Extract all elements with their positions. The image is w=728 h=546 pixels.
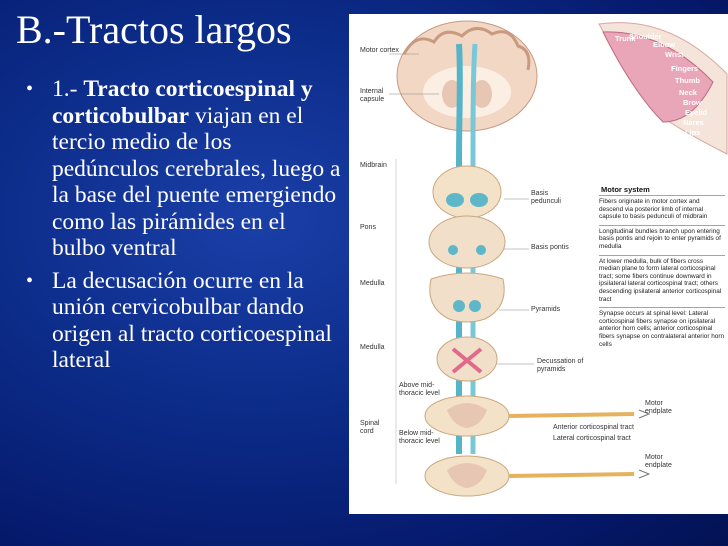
label-basis-pontis: Basis pontis (531, 244, 569, 251)
label-motor-endplate-lower: Motor endplate (645, 454, 672, 469)
bullet-list: • 1.- Tracto corticoespinal y corticobul… (22, 76, 342, 380)
slide-title: B.-Tractos largos (16, 7, 292, 52)
homunculus-label: Tongue (675, 140, 702, 149)
label-anterior-tract: Anterior corticospinal tract (553, 424, 634, 431)
homunculus-label: Lips (685, 128, 701, 137)
label-pyramids: Pyramids (531, 306, 561, 313)
homunculus-label: Eyelid (685, 108, 708, 117)
label-above-thoracic: Above mid-thoracic level (399, 382, 440, 397)
label-medulla-lower: Medulla (360, 344, 385, 351)
bullet-item-1: • 1.- Tracto corticoespinal y corticobul… (22, 76, 342, 262)
label-motor-endplate-upper: Motor endplate (645, 400, 672, 415)
homunculus-label: Knee (595, 58, 614, 67)
label-midbrain: Midbrain (360, 162, 387, 169)
label-motor-cortex: Motor cortex (360, 47, 399, 54)
homunculus-label: Brow (683, 98, 702, 107)
homunculus-label: Shoulder (629, 32, 662, 41)
label-decussation: Decussation of pyramids (537, 358, 584, 373)
motor-system-panel: Fibers originate in motor cortex and des… (599, 195, 725, 352)
label-internal-capsule: Internal capsule (360, 88, 385, 103)
label-basis-pedunculi: Basis pedunculi (531, 190, 561, 205)
homunculus-label: Trunk (615, 34, 636, 43)
panel-paragraph: Fibers originate in motor cortex and des… (599, 195, 725, 221)
bullet-item-2: • La decusación ocurre en la unión cervi… (22, 268, 342, 374)
homunculus-label: Fingers (671, 64, 699, 73)
bullet-marker: • (26, 269, 34, 292)
bullet-bold-text: Tracto corticoespinal y corticobulbar (52, 76, 313, 129)
motor-pathway-illustration: Motor cortex Internal capsule Midbrain P… (349, 14, 728, 514)
homunculus-label: Nares (683, 118, 704, 127)
homunculus-label: Neck (679, 88, 697, 97)
homunculus-label: Toes (605, 86, 622, 95)
bullet-marker: • (26, 78, 34, 100)
homunculus-label: Elbow (653, 40, 676, 49)
bullet-prefix: 1.- (52, 76, 84, 102)
panel-paragraph: Longitudinal bundles branch upon enterin… (599, 224, 725, 251)
label-medulla-upper: Medulla (360, 280, 385, 287)
homunculus-label: Hip (599, 44, 612, 53)
label-pons: Pons (360, 224, 376, 231)
label-spinal-cord: Spinal cord (360, 420, 380, 435)
homunculus-label: Larynx (675, 150, 700, 159)
panel-paragraph: At lower medulla, bulk of fibers cross m… (599, 254, 725, 304)
motor-system-title: Motor system (601, 185, 650, 194)
label-below-thoracic: Below mid-thoracic level (399, 430, 440, 445)
pathway-drawing (389, 20, 728, 497)
panel-paragraph: Synapse occurs at spinal level: Lateral … (599, 307, 725, 348)
homunculus-label: Ankle (597, 72, 618, 81)
homunculus-label: Wrist (665, 50, 684, 59)
bullet-text: La decusación ocurre en la unión cervico… (52, 267, 332, 374)
homunculus-label: Thumb (675, 76, 700, 85)
bullet-text: viajan en el tercio medio de los pedúncu… (52, 102, 341, 262)
label-lateral-tract: Lateral corticospinal tract (553, 435, 631, 442)
